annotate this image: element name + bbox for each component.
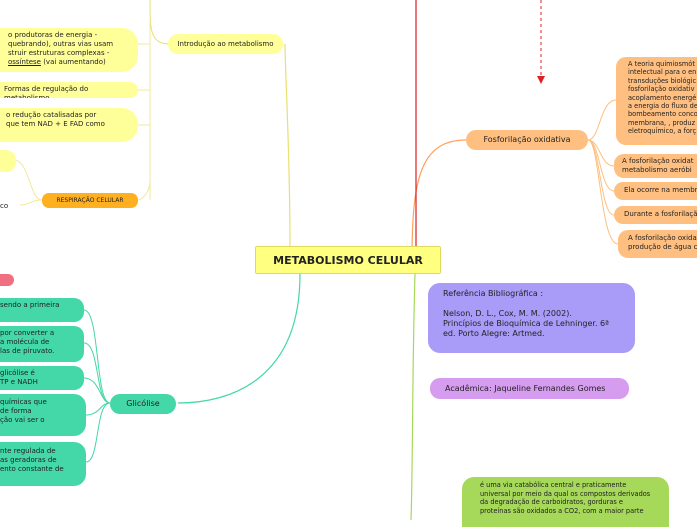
author-box[interactable]: Acadêmica: Jaqueline Fernandes Gomes xyxy=(430,378,629,399)
topic-g4[interactable]: químicas que de forma ção vai ser o xyxy=(0,394,86,436)
reference-box[interactable]: Referência Bibliográfica : Nelson, D. L.… xyxy=(428,283,635,353)
topic-f2[interactable]: A fosforilação oxidat metabolismo aeróbi xyxy=(614,154,697,178)
topic-fosforilacao[interactable]: Fosforilação oxidativa xyxy=(466,130,588,150)
topic-f3[interactable]: Ela ocorre na membra xyxy=(614,182,697,200)
topic-reducao[interactable]: o redução catalisadas por que tem NAD + … xyxy=(0,108,138,142)
topic-g4-text: químicas que de forma ção vai ser o xyxy=(0,398,47,424)
link-center-intro xyxy=(284,43,291,247)
link-glic-g5 xyxy=(85,402,111,463)
topic-glicolise-label: Glicólise xyxy=(126,399,160,408)
link-fosfo-f4 xyxy=(587,139,615,216)
topic-f4-text: Durante a fosforilaçã xyxy=(624,210,697,218)
central-topic-title: METABOLISMO CELULAR xyxy=(273,254,423,267)
link-center-via xyxy=(410,273,416,520)
reference-text: Referência Bibliográfica : Nelson, D. L.… xyxy=(443,289,609,338)
topic-stub-yellow[interactable] xyxy=(0,150,16,172)
topic-g3-text: glicólise é TP e NADH xyxy=(0,369,38,386)
topic-f4[interactable]: Durante a fosforilaçã xyxy=(614,206,697,224)
topic-intro-label: Introdução ao metabolismo xyxy=(177,40,274,48)
topic-f3-text: Ela ocorre na membra xyxy=(624,186,697,194)
link-glic-g1 xyxy=(83,309,111,404)
topic-g1[interactable]: sendo a primeira xyxy=(0,298,84,322)
link-fosfo-f1 xyxy=(587,99,617,141)
topic-glicolise[interactable]: Glicólise xyxy=(110,394,176,414)
link-resp-co xyxy=(19,199,43,206)
topic-f1-text: A teoria quimiosmót intelectual para o e… xyxy=(628,60,697,136)
topic-energia-text: o produtoras de energia - quebrando), ou… xyxy=(8,31,114,66)
central-topic[interactable]: METABOLISMO CELULAR xyxy=(255,246,441,274)
topic-g3[interactable]: glicólise é TP e NADH xyxy=(0,366,84,390)
topic-formas[interactable]: Formas de regulação do metabolismo xyxy=(0,82,138,98)
topic-co[interactable]: co xyxy=(0,200,20,212)
tag-red[interactable] xyxy=(0,274,14,286)
topic-g2-text: por converter a a molécula de las de pir… xyxy=(0,329,55,355)
author-text: Acadêmica: Jaqueline Fernandes Gomes xyxy=(445,384,606,393)
topic-resp[interactable]: RESPIRAÇÃO CELULAR xyxy=(42,193,138,208)
topic-f5[interactable]: A fosforilação oxidat produção de água c xyxy=(618,230,697,258)
topic-co-label: co xyxy=(0,202,9,210)
topic-reducao-text: o redução catalisadas por que tem NAD + … xyxy=(6,111,105,128)
link-intro-tree xyxy=(149,0,171,45)
topic-f2-text: A fosforilação oxidat metabolismo aeróbi xyxy=(622,157,694,174)
topic-fosforilacao-label: Fosforilação oxidativa xyxy=(483,135,571,144)
topic-g5[interactable]: nte regulada de as geradoras de ento con… xyxy=(0,442,86,486)
link-tree-resp xyxy=(137,179,151,201)
topic-g5-text: nte regulada de as geradoras de ento con… xyxy=(0,447,64,473)
link-center-fosfo xyxy=(411,139,467,261)
link-center-resp-side xyxy=(15,159,43,201)
arrow-down-icon xyxy=(537,76,545,84)
link-fosfo-f5 xyxy=(587,139,619,245)
topic-formas-label: Formas de regulação do metabolismo xyxy=(4,85,89,98)
topic-intro[interactable]: Introdução ao metabolismo xyxy=(168,34,283,54)
underlined-word: ossíntese xyxy=(8,58,41,66)
topic-g2[interactable]: por converter a a molécula de las de pir… xyxy=(0,326,84,362)
topic-resp-label: RESPIRAÇÃO CELULAR xyxy=(56,197,124,204)
topic-g1-text: sendo a primeira xyxy=(0,301,60,309)
link-center-glicolise xyxy=(177,273,301,404)
topic-via-text: é uma via catabólica central e praticame… xyxy=(480,481,651,515)
topic-f1[interactable]: A teoria quimiosmót intelectual para o e… xyxy=(616,57,697,145)
topic-energia[interactable]: o produtoras de energia - quebrando), ou… xyxy=(0,28,138,72)
topic-f5-text: A fosforilação oxidat produção de água c xyxy=(628,234,697,251)
link-glic-g3 xyxy=(83,377,111,404)
topic-via-catabolica[interactable]: é uma via catabólica central e praticame… xyxy=(462,477,669,527)
